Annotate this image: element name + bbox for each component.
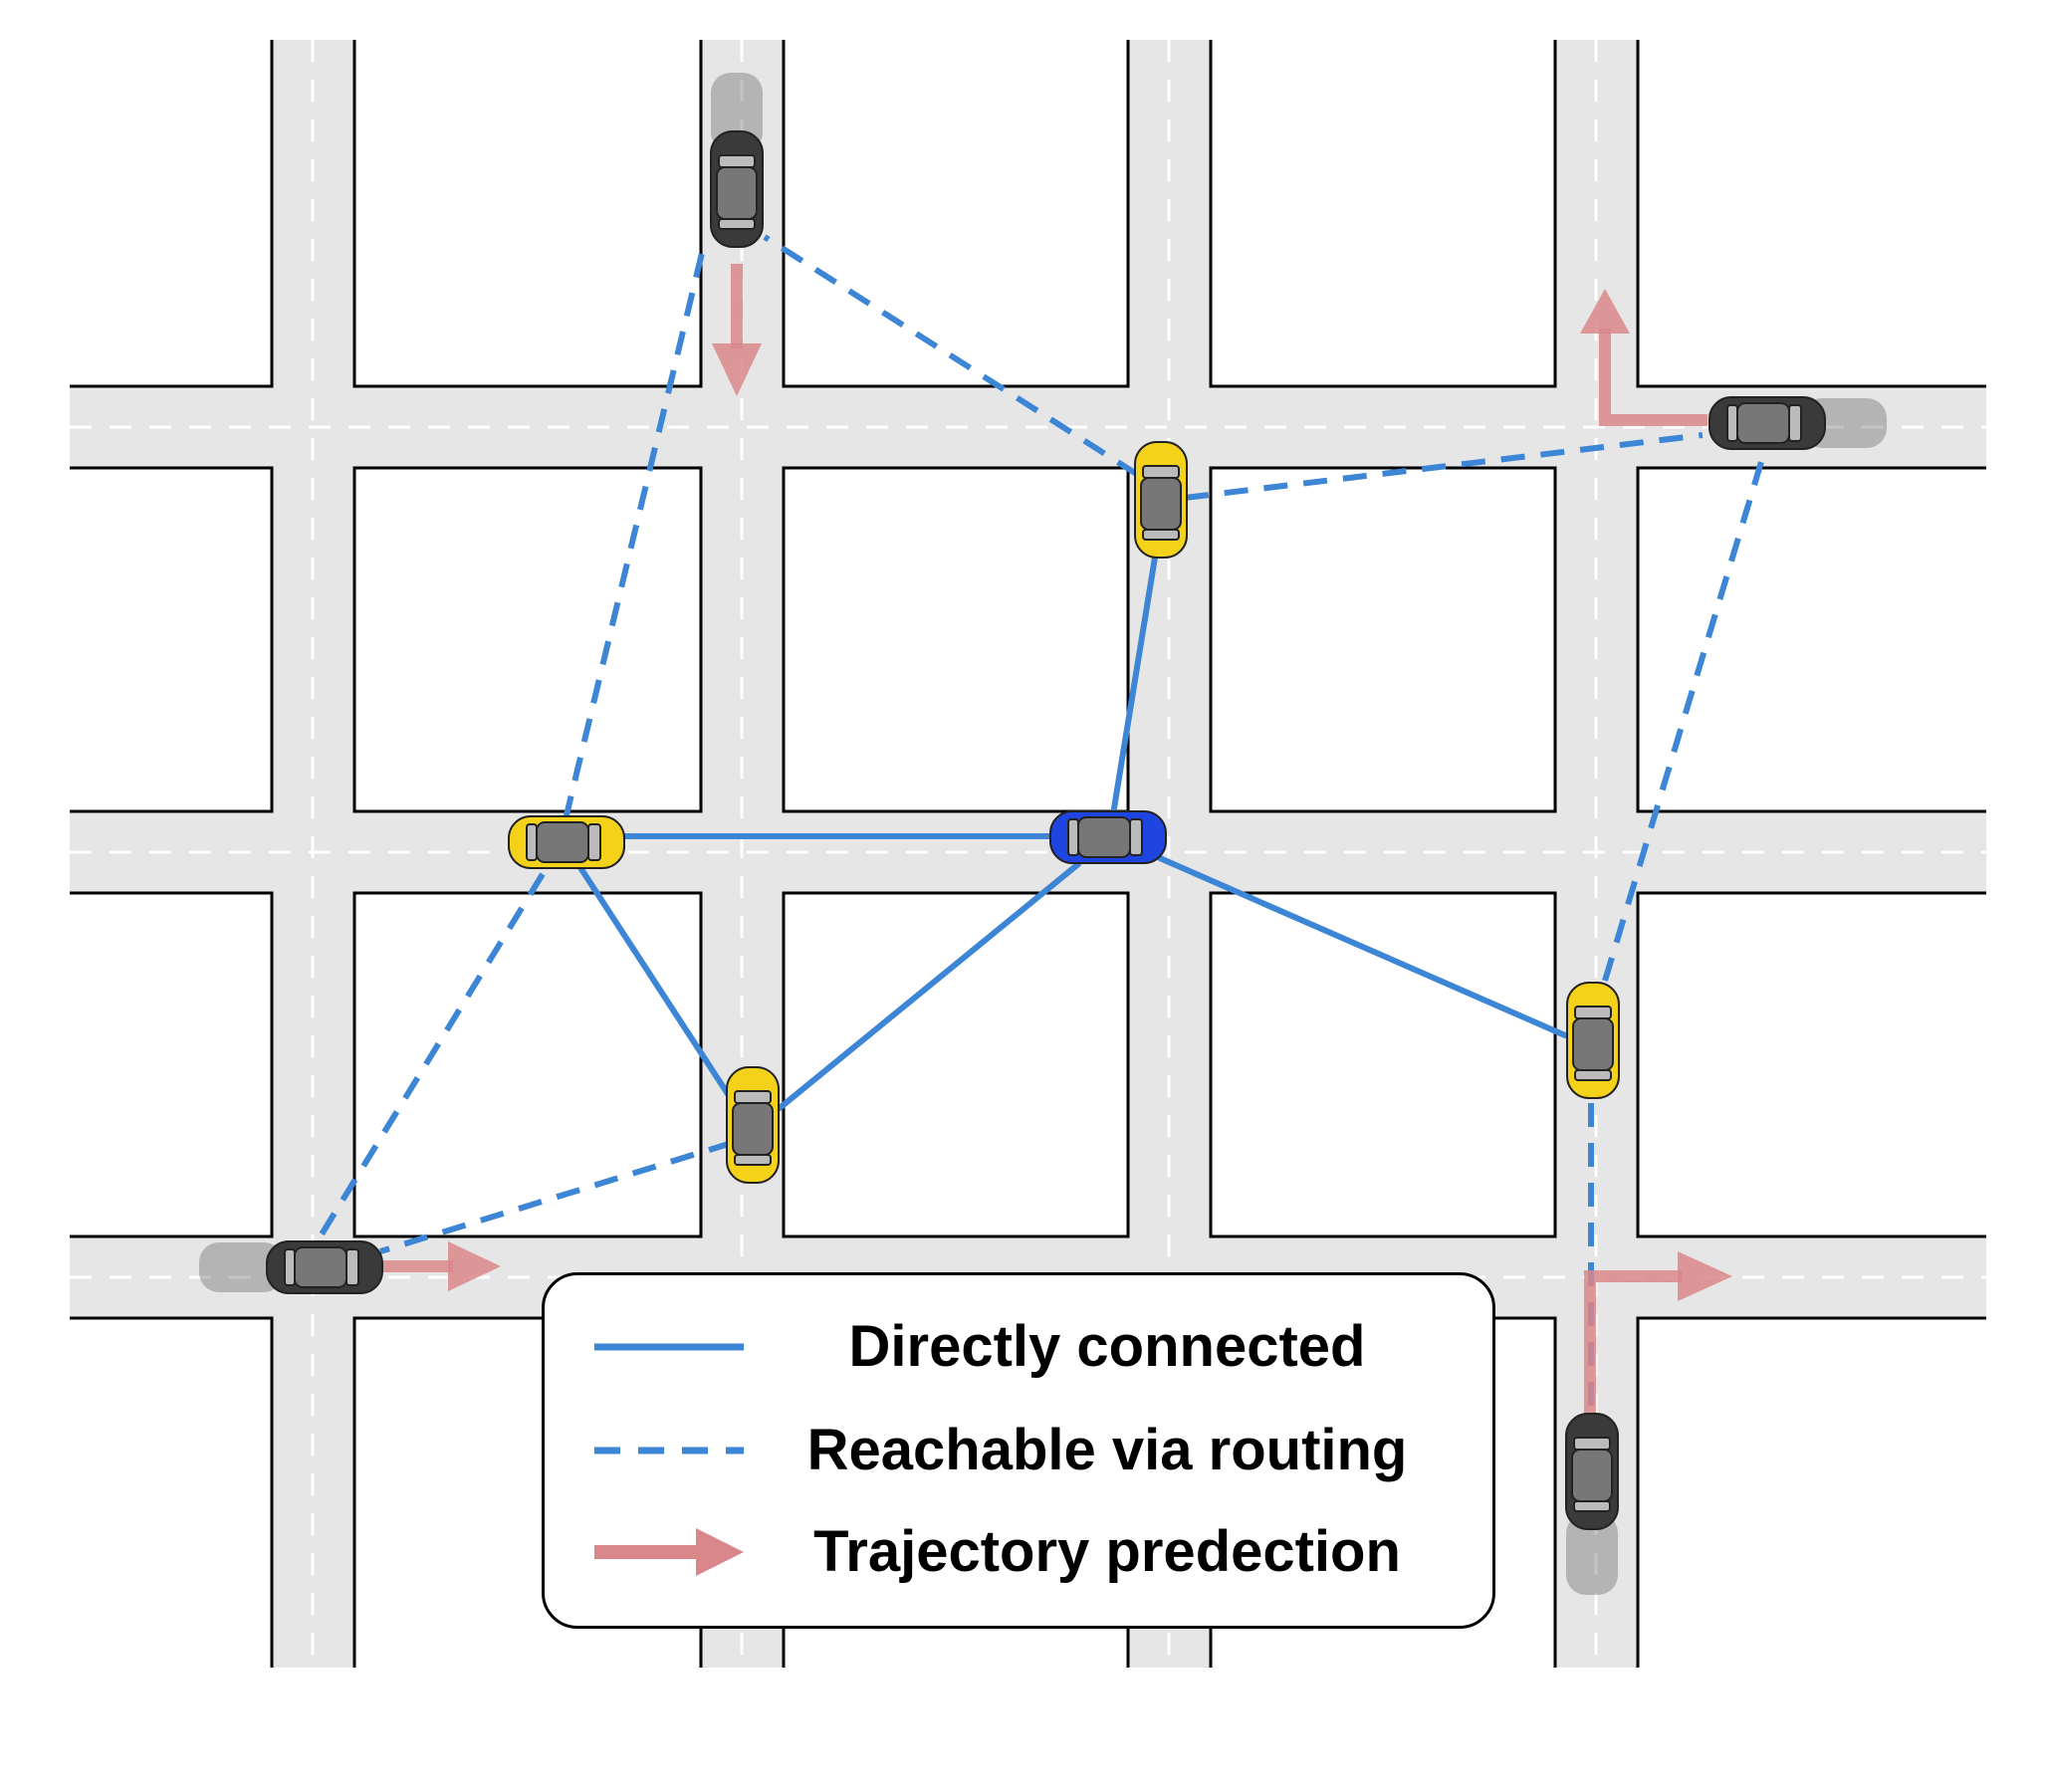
dashed-line-swatch xyxy=(594,1447,744,1455)
block xyxy=(1209,466,1557,813)
block xyxy=(1636,1316,1986,1668)
legend: Directly connected Reachable via routing… xyxy=(542,1272,1495,1629)
legend-label-trajectory: Trajectory predection xyxy=(813,1519,1401,1584)
arrowhead xyxy=(1678,1251,1732,1301)
routing-link xyxy=(379,1140,733,1254)
block xyxy=(1209,891,1557,1238)
vehicle-dark-2 xyxy=(1708,396,1887,450)
legend-item-direct: Directly connected xyxy=(545,1297,1498,1397)
routing-link xyxy=(763,234,1140,478)
vehicle-yellow-2 xyxy=(1134,441,1188,559)
direct-link xyxy=(1110,555,1158,817)
vehicles xyxy=(199,73,1887,1595)
routing-links xyxy=(314,234,1767,1414)
legend-label-direct: Directly connected xyxy=(848,1314,1366,1379)
routing-link xyxy=(563,248,706,820)
arrowhead xyxy=(1580,289,1630,334)
vehicle-dark-1 xyxy=(710,73,764,248)
direct-link xyxy=(777,861,1081,1111)
legend-label-routing: Reachable via routing xyxy=(806,1418,1408,1482)
arrow-swatch xyxy=(594,1528,744,1576)
block xyxy=(70,40,274,388)
arrowhead xyxy=(448,1241,501,1291)
block xyxy=(1209,40,1557,388)
vehicle-dark-4 xyxy=(1565,1413,1619,1595)
arrowhead xyxy=(712,343,762,396)
trajectory-arrow xyxy=(1584,1270,1683,1414)
block xyxy=(782,40,1130,388)
block xyxy=(782,466,1130,813)
block xyxy=(70,466,274,813)
block xyxy=(352,40,703,388)
block xyxy=(70,891,274,1238)
solid-line-swatch xyxy=(594,1343,744,1351)
trajectory-arrow xyxy=(1599,329,1707,426)
block xyxy=(1636,891,1986,1238)
vehicle-yellow-4 xyxy=(1566,982,1620,1099)
ego-vehicle-blue xyxy=(1049,810,1167,864)
vehicle-yellow-3 xyxy=(726,1066,780,1184)
block xyxy=(352,466,703,813)
vehicle-yellow-1 xyxy=(508,815,625,869)
legend-item-trajectory: Trajectory predection xyxy=(545,1502,1498,1602)
block xyxy=(352,891,703,1238)
block xyxy=(782,891,1130,1238)
direct-links xyxy=(576,555,1568,1111)
direct-link xyxy=(576,863,733,1100)
block xyxy=(70,1316,274,1668)
legend-item-routing: Reachable via routing xyxy=(545,1401,1498,1500)
routing-link xyxy=(314,872,546,1244)
direct-link xyxy=(1157,855,1568,1038)
trajectory-arrows xyxy=(376,264,1707,1414)
routing-link xyxy=(1184,432,1704,501)
routing-link xyxy=(1602,451,1767,982)
vehicle-dark-3 xyxy=(199,1240,383,1294)
block xyxy=(1636,40,1986,388)
block xyxy=(1636,466,1986,813)
